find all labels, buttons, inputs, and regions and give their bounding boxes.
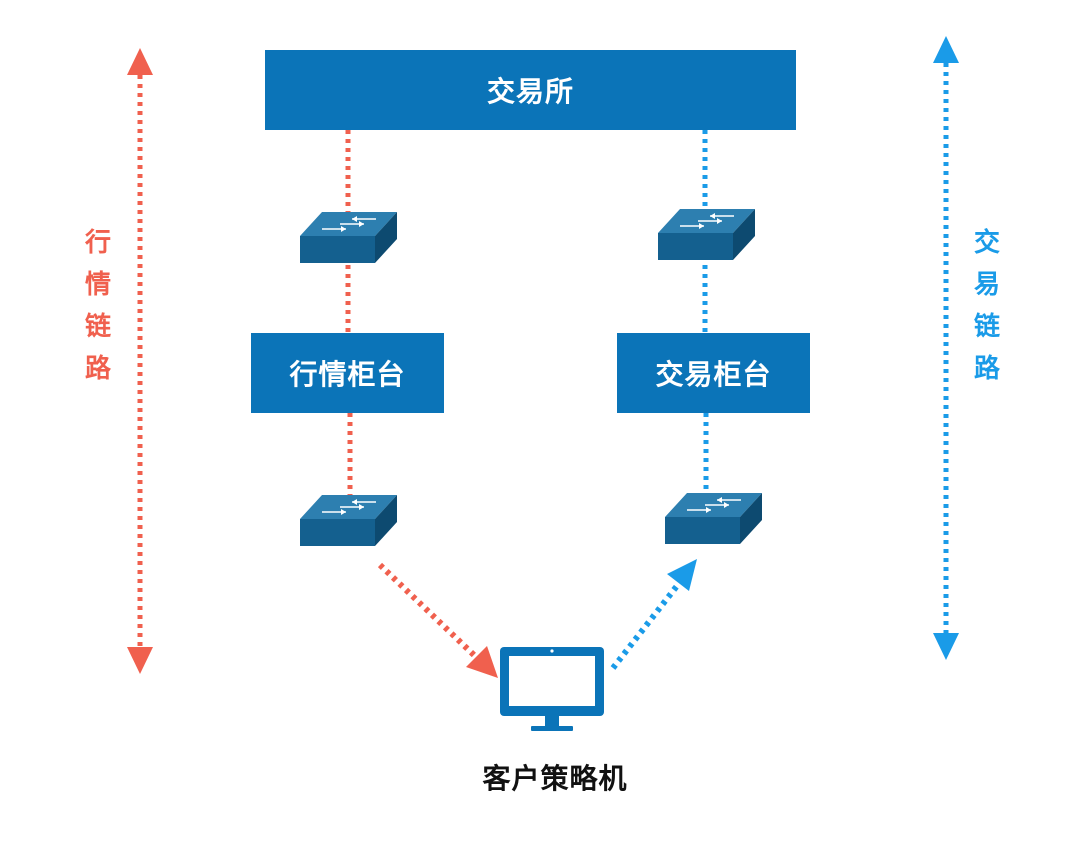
client-machine-label: 客户策略机 [482, 762, 628, 795]
trade-link-span-arrow [933, 36, 959, 660]
trade-lower-switch-icon [665, 493, 762, 544]
monitor-icon [500, 647, 604, 731]
market-link-label: 行情链路 [84, 228, 111, 384]
trade-counter-box: 交易柜台 [617, 333, 810, 413]
market-upper-switch-icon [300, 212, 397, 263]
trade-upper-switch-icon [658, 209, 755, 260]
market-link-span-arrow [127, 48, 153, 674]
order-flow-arrow [610, 559, 697, 670]
market-counter-box: 行情柜台 [251, 333, 444, 413]
market-lower-switch-icon [300, 495, 397, 546]
trade-link-label: 交易链路 [973, 228, 1000, 384]
exchange-box: 交易所 [265, 50, 796, 130]
market-feed-arrow [377, 562, 498, 678]
